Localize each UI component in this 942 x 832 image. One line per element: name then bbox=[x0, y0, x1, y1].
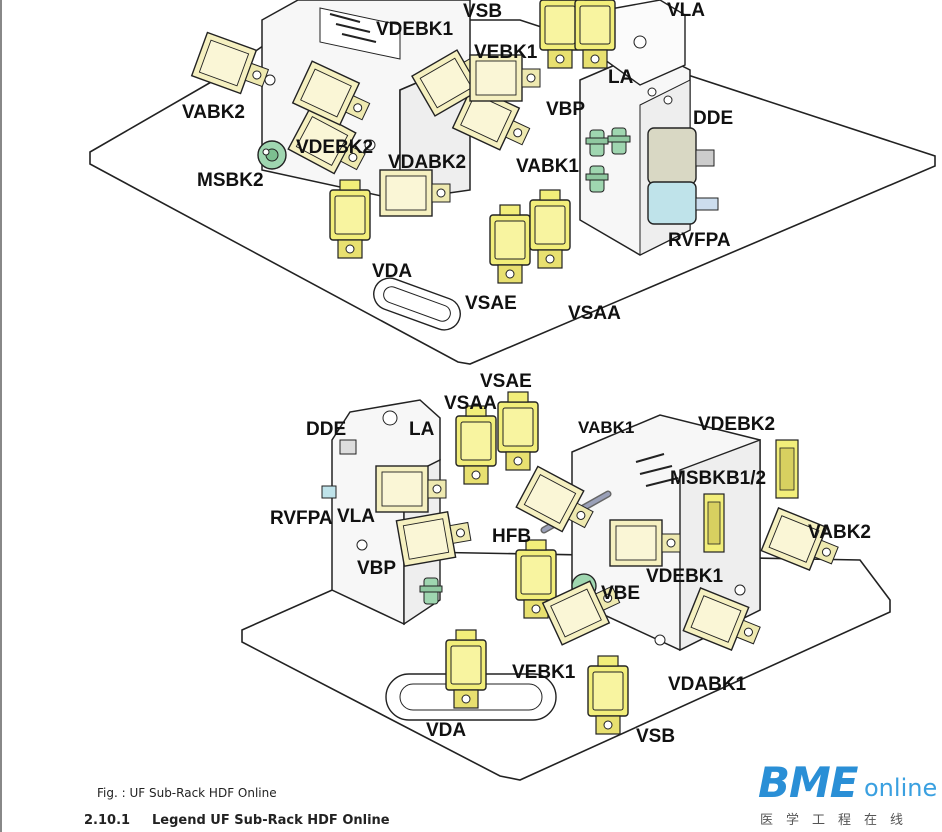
top-label-vsae: VSAE bbox=[465, 293, 517, 314]
bottom-label-hfb: HFB bbox=[492, 526, 531, 547]
top-rvfpa-valve bbox=[647, 181, 697, 225]
bottom-label-msbkb12: MSBKB1/2 bbox=[670, 468, 766, 489]
bottom-subrack-view: VSAE VSAA DDE LA VABK1 VDEBK2 MSBKB1/2 R… bbox=[241, 371, 891, 781]
bottom-label-vla: VLA bbox=[337, 506, 375, 527]
top-label-vebk1: VEBK1 bbox=[474, 42, 538, 63]
bottom-label-vbe: VBE bbox=[601, 583, 640, 604]
bottom-vsae-solenoid bbox=[497, 391, 539, 471]
section-number: 2.10.1 bbox=[84, 813, 131, 828]
top-label-msbk2: MSBK2 bbox=[197, 170, 264, 191]
figure-caption: Fig. : UF Sub-Rack HDF Online bbox=[97, 786, 277, 800]
top-label-vdebk1: VDEBK1 bbox=[376, 19, 454, 40]
top-label-vabk1: VABK1 bbox=[516, 156, 579, 177]
top-label-vabk2: VABK2 bbox=[182, 102, 245, 123]
bottom-label-vsae: VSAE bbox=[480, 371, 532, 392]
top-dde-valve bbox=[647, 127, 697, 185]
top-label-vdabk2: VDABK2 bbox=[388, 152, 466, 173]
section-title: Legend UF Sub-Rack HDF Online bbox=[152, 813, 390, 828]
top-label-vsb: VSB bbox=[463, 1, 502, 22]
top-label-vdebk2: VDEBK2 bbox=[296, 137, 373, 158]
logo-suffix: online bbox=[864, 774, 938, 802]
logo-subtitle: 医学工程在线 bbox=[760, 813, 917, 828]
top-label-vsaa: VSAA bbox=[568, 303, 621, 324]
bottom-label-vda: VDA bbox=[426, 720, 466, 741]
top-label-rvfpa: RVFPA bbox=[668, 230, 731, 251]
bottom-label-vsaa: VSAA bbox=[444, 393, 497, 414]
bottom-vsaa-solenoid bbox=[455, 405, 497, 485]
bottom-label-vdebk2: VDEBK2 bbox=[698, 414, 775, 435]
logo-brand: BME bbox=[758, 758, 858, 807]
bottom-label-vabk2: VABK2 bbox=[808, 522, 871, 543]
bottom-label-la: LA bbox=[409, 419, 435, 440]
top-label-vbp: VBP bbox=[546, 99, 585, 120]
bme-online-logo: BME online 医学工程在线 bbox=[758, 758, 942, 832]
bottom-label-dde: DDE bbox=[306, 419, 346, 440]
page-margin-line bbox=[0, 0, 2, 832]
bottom-label-vbp: VBP bbox=[357, 558, 396, 579]
top-label-dde: DDE bbox=[693, 108, 733, 129]
top-label-la: LA bbox=[608, 67, 634, 88]
bottom-label-rvfpa: RVFPA bbox=[270, 508, 333, 529]
top-label-vda: VDA bbox=[372, 261, 412, 282]
top-label-vla: VLA bbox=[667, 0, 705, 21]
bottom-label-vabk1: VABK1 bbox=[578, 418, 634, 437]
bottom-label-vdebk1: VDEBK1 bbox=[646, 566, 724, 587]
bottom-label-vebk1: VEBK1 bbox=[512, 662, 576, 683]
bottom-label-vsb: VSB bbox=[636, 726, 675, 747]
top-subrack-view: VSB VLA VDEBK1 VEBK1 LA VABK2 VBP DDE VD… bbox=[89, 0, 936, 365]
bottom-label-vdabk1: VDABK1 bbox=[668, 674, 747, 695]
